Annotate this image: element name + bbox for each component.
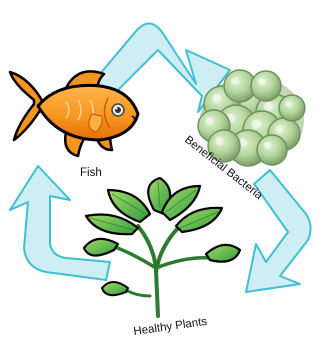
bacteria-cell-highlight [205,117,213,125]
bacteria-cell [251,71,281,101]
bacteria-cell-highlight [212,94,221,103]
label-healthy-plants: Healthy Plants [133,316,208,338]
bacteria-cell [279,95,305,121]
bacteria-cell-highlight [252,120,262,130]
label-fish: Fish [80,167,102,179]
bacteria-cell-highlight [258,78,266,86]
bacteria-cell-highlight [264,142,272,150]
bacteria-cell-highlight [264,102,273,111]
bacteria-cell-highlight [231,77,239,85]
bacteria-cell-highlight [215,137,223,145]
bacteria-cell-highlight [285,101,292,108]
bacteria-cell [257,135,287,165]
plant-illustration [84,178,240,316]
bacteria-cell-highlight [275,125,283,133]
